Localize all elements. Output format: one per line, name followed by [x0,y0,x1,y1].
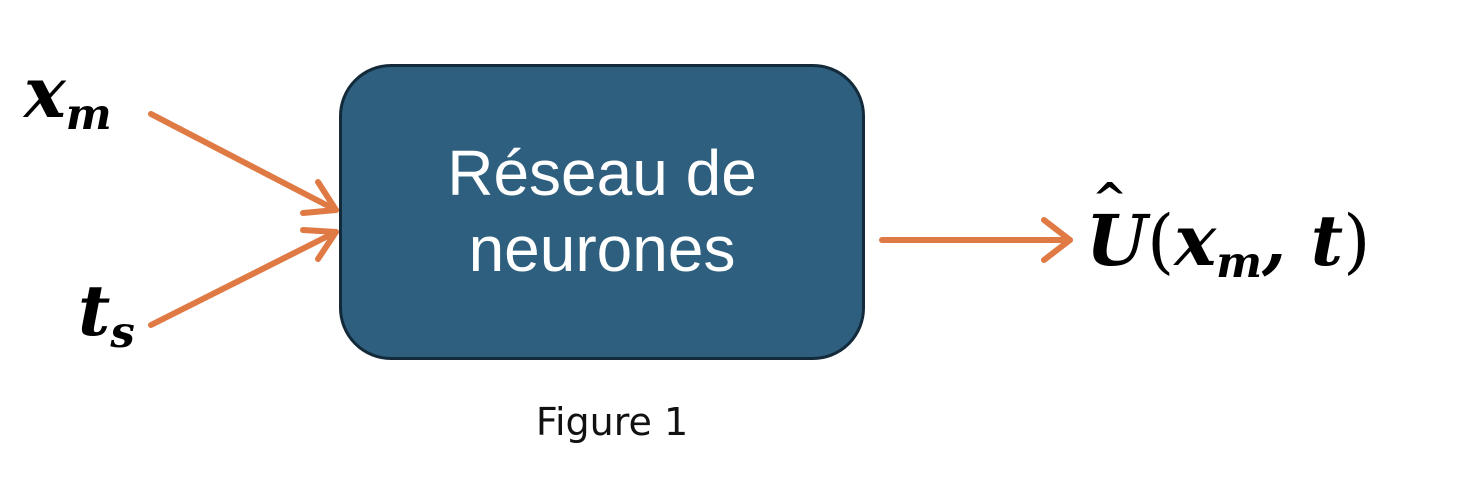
output-base: U [1086,199,1148,282]
input-x-m-label: xm [24,58,112,137]
figure-caption: Figure 1 [535,400,689,444]
neural-network-block: Réseau de neurones [339,64,865,360]
block-label: Réseau de neurones [447,137,757,285]
output-open-paren: ( [1147,200,1175,282]
output-arg1-sub: m [1216,237,1263,289]
arrow-output [879,217,1073,263]
input-1-sub: m [65,89,112,141]
hat-accent: ^ [1092,174,1128,223]
input-2-base: t [78,269,111,352]
output-arg2: t [1310,199,1344,282]
arrow-input-2 [148,227,339,328]
input-1-base: x [24,51,66,134]
input-2-sub: s [110,307,135,359]
output-hat-u: ^U [1086,178,1147,276]
output-close-paren: ) [1343,200,1371,282]
output-arg1-base: x [1174,199,1217,282]
input-t-s-label: ts [78,276,135,355]
output-label: ^U(xm, t) [1086,178,1370,285]
arrow-input-1 [148,111,339,216]
output-separator: , [1262,199,1311,282]
